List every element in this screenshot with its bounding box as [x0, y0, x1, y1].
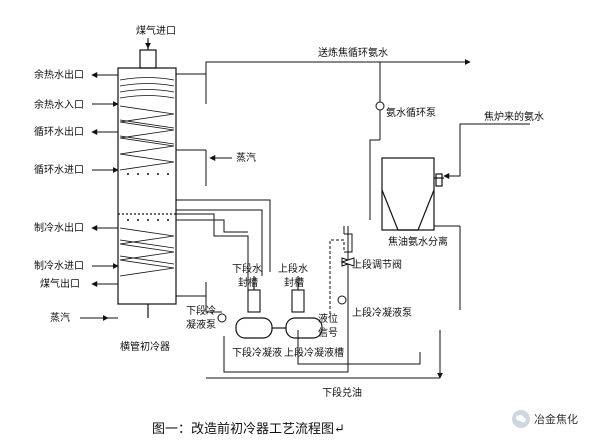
- lower-seal-label-1: 下段水: [232, 262, 262, 275]
- brand-watermark: 冶金焦化: [512, 410, 578, 428]
- lower-pump-label-1: 下段冷: [186, 304, 216, 317]
- chilled-outlet-label: 制冷水出口: [34, 221, 84, 234]
- upper-control-valve: [340, 257, 356, 267]
- lower-oil-label: 下段兑油: [322, 386, 362, 399]
- lower-seal-label-2: 封槽: [238, 276, 258, 289]
- ammonia-from-oven-line: [434, 123, 530, 379]
- gas-outlet-label: 煤气出口: [40, 277, 80, 290]
- upper-seal-label-1: 上段水: [278, 262, 308, 275]
- figure-caption: 图一：改造前初冷器工艺流程图↵: [152, 422, 345, 437]
- circulating-inlet-label: 循环水进口: [34, 163, 84, 176]
- ammonia-return-line: [176, 59, 471, 220]
- cooler-name-label: 横管初冷器: [120, 340, 170, 353]
- to-coke-oven-label: 送炼焦循环氨水: [318, 46, 388, 59]
- primary-cooler-vessel: [117, 40, 177, 318]
- left-nozzle-arrows: [80, 72, 119, 321]
- level-label-1: 液位: [318, 312, 338, 325]
- brand-name: 冶金焦化: [534, 413, 578, 426]
- seal-tanks: [247, 276, 305, 313]
- ammonia-from-oven-label: 焦炉来的氨水: [484, 110, 544, 123]
- upper-pump-label: 上段冷凝液泵: [352, 306, 412, 319]
- circulating-outlet-label: 循环水出口: [34, 125, 84, 138]
- waste-heat-inlet-label: 余热水入口: [34, 98, 84, 111]
- upper-tank-label: 上段冷凝液槽: [284, 346, 344, 359]
- tube-bundles: [119, 77, 175, 277]
- ammonia-pump-label: 氨水循环泵: [386, 106, 436, 119]
- upper-seal-label-2: 封槽: [284, 276, 304, 289]
- steam-mid-line: [176, 149, 232, 186]
- gas-inlet-label: 煤气进口: [136, 24, 176, 37]
- level-label-2: 信号: [318, 327, 338, 339]
- tar-ammonia-separator: [381, 157, 444, 231]
- lower-tank-label: 下段冷凝液: [232, 346, 282, 359]
- condensate-tanks: [235, 317, 323, 339]
- spray-nozzles: [127, 173, 169, 221]
- tar-separator-label: 焦油氨水分离: [388, 235, 448, 248]
- steam-mid-label: 蒸汽: [236, 151, 256, 164]
- waste-heat-outlet-label: 余热水出口: [34, 68, 84, 81]
- chilled-inlet-label: 制冷水进口: [34, 259, 84, 272]
- pumps: [217, 295, 347, 323]
- upper-valve-label: 上段调节阀: [352, 258, 402, 271]
- wechat-icon: [512, 410, 530, 428]
- steam-left-label: 蒸汽: [50, 311, 70, 324]
- process-flow-diagram: 煤气进口 余热水出口 余热水入口 循环水出口 循环水进口 制冷水出口 制冷水进口…: [34, 24, 544, 399]
- lower-pump-label-2: 凝液泵: [186, 318, 216, 331]
- condensate-lines: [176, 199, 421, 373]
